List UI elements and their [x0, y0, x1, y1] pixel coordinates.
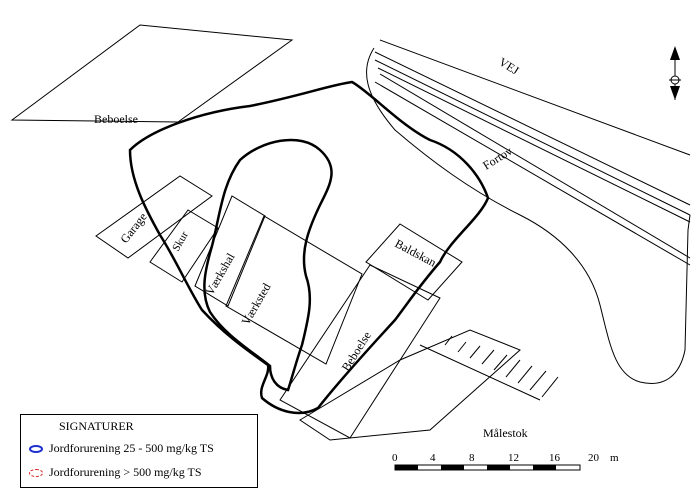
scale-tick-8: 8	[469, 452, 475, 464]
label-sidewalk: Fortov	[480, 144, 515, 173]
scale-tick-20: 20	[588, 452, 600, 464]
legend: SIGNATURER Jordforurening 25 - 500 mg/kg…	[20, 414, 258, 488]
scale-bar: Målestok 0 4 8 12 16 20 m	[392, 426, 619, 471]
legend-title: SIGNATURER	[59, 419, 134, 433]
label-housing-top: Beboelse	[94, 112, 138, 126]
legend-label-low: Jordforurening 25 - 500 mg/kg TS	[49, 441, 214, 455]
scale-tick-12: 12	[508, 452, 519, 464]
label-basement: Baldskan	[393, 236, 439, 269]
north-arrow-icon	[669, 46, 681, 100]
scale-tick-4: 4	[430, 452, 436, 464]
contamination-contour-outer	[128, 80, 490, 415]
legend-label-high: Jordforurening > 500 mg/kg TS	[49, 465, 202, 479]
legend-swatch-low	[29, 444, 43, 453]
contamination-contour-inner	[203, 138, 333, 392]
hatching	[444, 335, 559, 398]
buildings	[10, 24, 541, 441]
label-shed: Skur	[170, 229, 191, 253]
scale-tick-16: 16	[549, 452, 561, 464]
road-lines	[374, 39, 691, 266]
scale-tick-0: 0	[392, 452, 398, 464]
label-workshop: Værksted	[238, 281, 273, 328]
legend-item-low: Jordforurening 25 - 500 mg/kg TS	[29, 441, 214, 456]
legend-swatch-high	[29, 468, 43, 477]
scale-unit: m	[610, 452, 619, 464]
scale-title: Målestok	[483, 426, 528, 440]
label-garage: Garage	[117, 210, 149, 246]
sidewalk-area	[366, 47, 691, 384]
legend-item-high: Jordforurening > 500 mg/kg TS	[29, 465, 202, 480]
label-road: VEJ	[496, 55, 521, 78]
label-housing-bottom: Beboelse	[339, 329, 374, 374]
